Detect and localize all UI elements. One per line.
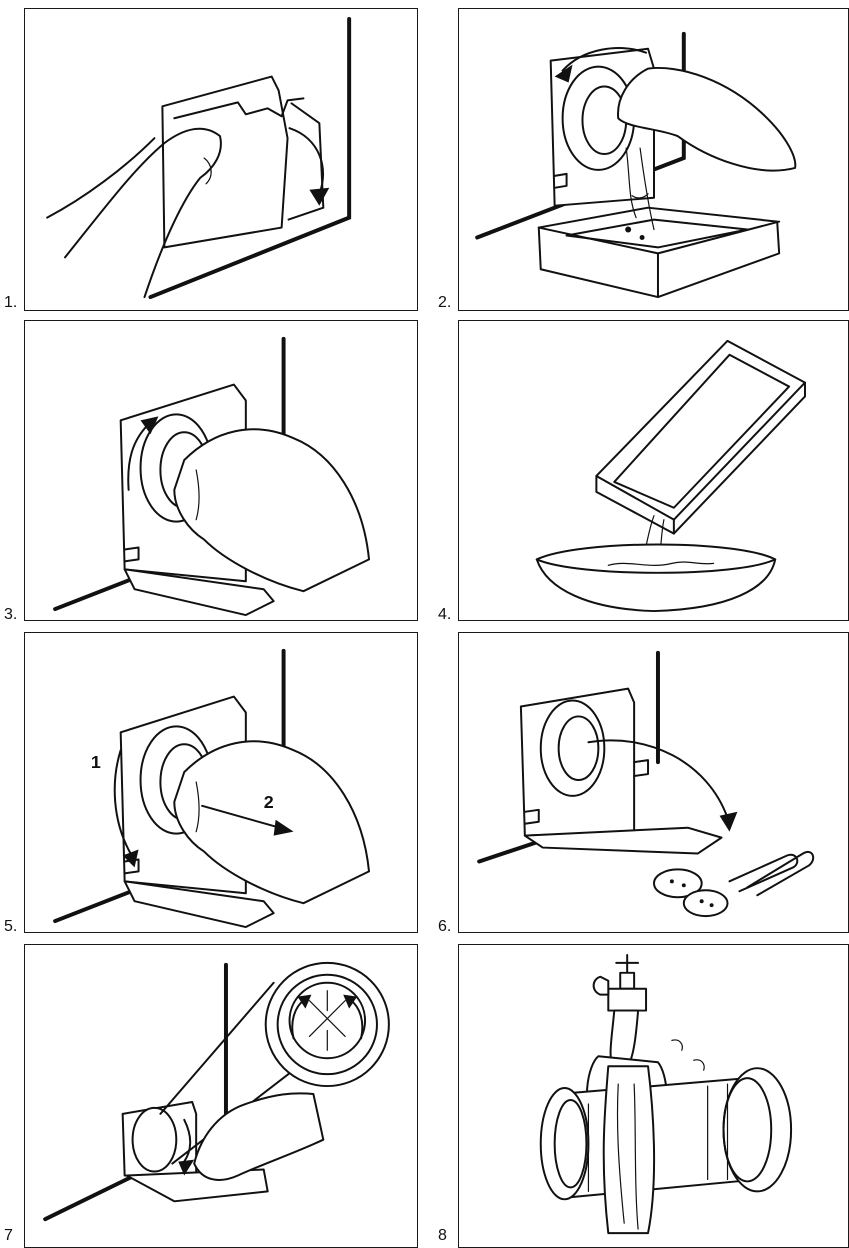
step-8-number: 8 — [438, 1228, 447, 1244]
step-1-number: 1. — [4, 295, 17, 311]
step-7-panel — [24, 944, 418, 1248]
step-6-panel — [458, 632, 849, 933]
step-1-panel — [24, 8, 418, 311]
step-3-number: 3. — [4, 607, 17, 623]
step-5-number: 5. — [4, 919, 17, 935]
step-7-number: 7 — [4, 1228, 13, 1244]
step-2-illustration — [459, 9, 848, 310]
step-1-illustration — [25, 9, 417, 310]
step-8-panel — [458, 944, 849, 1248]
step-4-number: 4. — [438, 607, 451, 623]
step-6-number: 6. — [438, 919, 451, 935]
step-3-illustration — [25, 321, 417, 620]
step-4-panel — [458, 320, 849, 621]
step-6-illustration — [459, 633, 848, 932]
step-5-illustration: 1 2 — [25, 633, 417, 932]
callout-2: 2 — [264, 792, 274, 812]
step-5-panel: 1 2 — [24, 632, 418, 933]
step-4-illustration — [459, 321, 848, 620]
step-8-illustration — [459, 945, 848, 1247]
step-7-illustration — [25, 945, 417, 1247]
step-2-panel — [458, 8, 849, 311]
callout-1: 1 — [91, 752, 101, 772]
step-3-panel — [24, 320, 418, 621]
step-2-number: 2. — [438, 295, 451, 311]
